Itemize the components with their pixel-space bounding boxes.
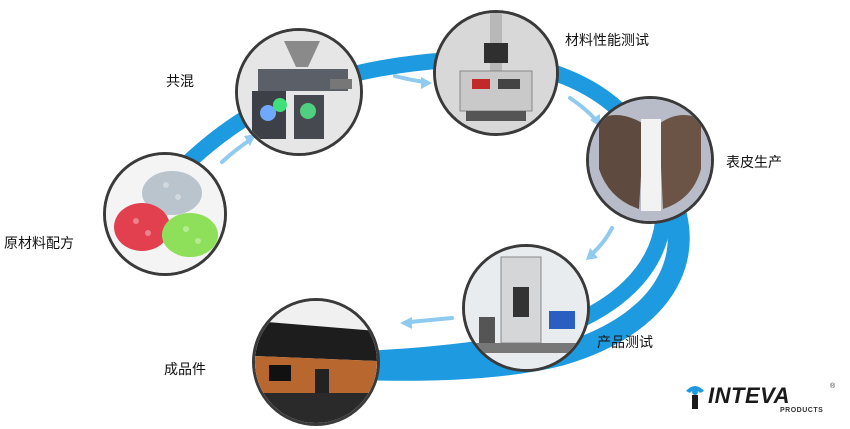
logo-subtitle: PRODUCTS: [780, 407, 824, 414]
step-label-raw: 原材料配方: [4, 236, 74, 252]
inteva-logo: INTEVA ® PRODUCTS: [684, 381, 844, 421]
logo-trademark: ®: [830, 383, 836, 390]
arrow-skin-to-product: [590, 226, 614, 256]
extruder-icon: [238, 31, 360, 153]
skin-production-image: [586, 96, 714, 224]
product-testing-image: [462, 244, 590, 372]
step-label-skin: 表皮生产: [726, 155, 782, 171]
lab-icon: [465, 247, 587, 369]
step-label-product-test: 产品测试: [597, 335, 653, 351]
inteva-mark-icon: [686, 386, 704, 409]
pellets-icon: [106, 155, 224, 273]
logo-wordmark: INTEVA: [708, 383, 791, 408]
step-label-finished: 成品件: [164, 362, 206, 378]
material-testing-image: [433, 10, 559, 136]
arrow-test-to-skin: [568, 96, 598, 122]
arrow-product-to-finished: [408, 316, 454, 324]
mixing-image: [235, 28, 363, 156]
finished-part-image: [252, 298, 380, 426]
raw-material-image: [103, 152, 227, 276]
skin-film-icon: [589, 99, 711, 221]
step-label-material-test: 材料性能测试: [565, 33, 649, 49]
dashboard-icon: [255, 301, 377, 423]
step-label-mix: 共混: [166, 74, 194, 90]
testing-machine-icon: [436, 13, 556, 133]
arrow-raw-to-mix: [220, 138, 252, 164]
arrow-mix-to-test: [393, 74, 427, 84]
